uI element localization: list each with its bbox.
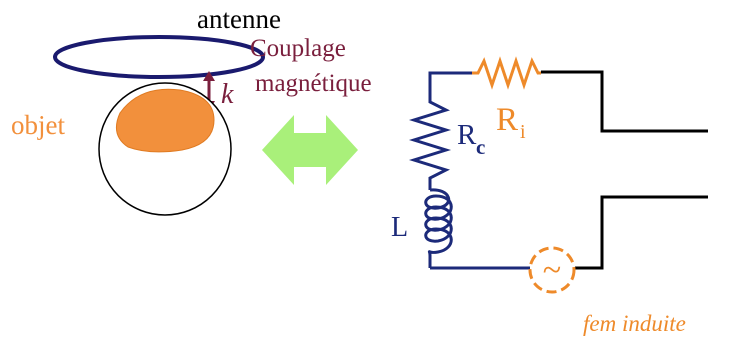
emf-label: fem induite — [583, 311, 686, 336]
antenna-loop — [53, 35, 265, 79]
inductor-l-label: L — [391, 212, 408, 243]
resistor-ri-label: R — [496, 102, 518, 138]
resistor-rc-label: R — [457, 119, 477, 151]
resistor-rc — [408, 95, 452, 190]
object-label: objet — [11, 110, 65, 140]
resistor-ri — [472, 56, 541, 90]
emf-source-symbol: ~ — [543, 252, 561, 289]
object-shape — [115, 88, 215, 153]
coupling-k-label: k — [221, 79, 234, 110]
antenna-label: antenne — [197, 4, 281, 34]
coupling-label-line1: Couplage — [250, 35, 346, 62]
inductor-l — [424, 188, 453, 268]
double-arrow-icon — [262, 115, 358, 185]
top-left-wire — [428, 71, 472, 95]
resistor-rc-subscript: c — [476, 135, 485, 159]
resistor-ri-subscript: i — [520, 121, 526, 143]
coupling-label-line2: magnétique — [255, 70, 372, 97]
circuit-wires — [541, 70, 708, 270]
emf-source-icon — [528, 246, 576, 294]
